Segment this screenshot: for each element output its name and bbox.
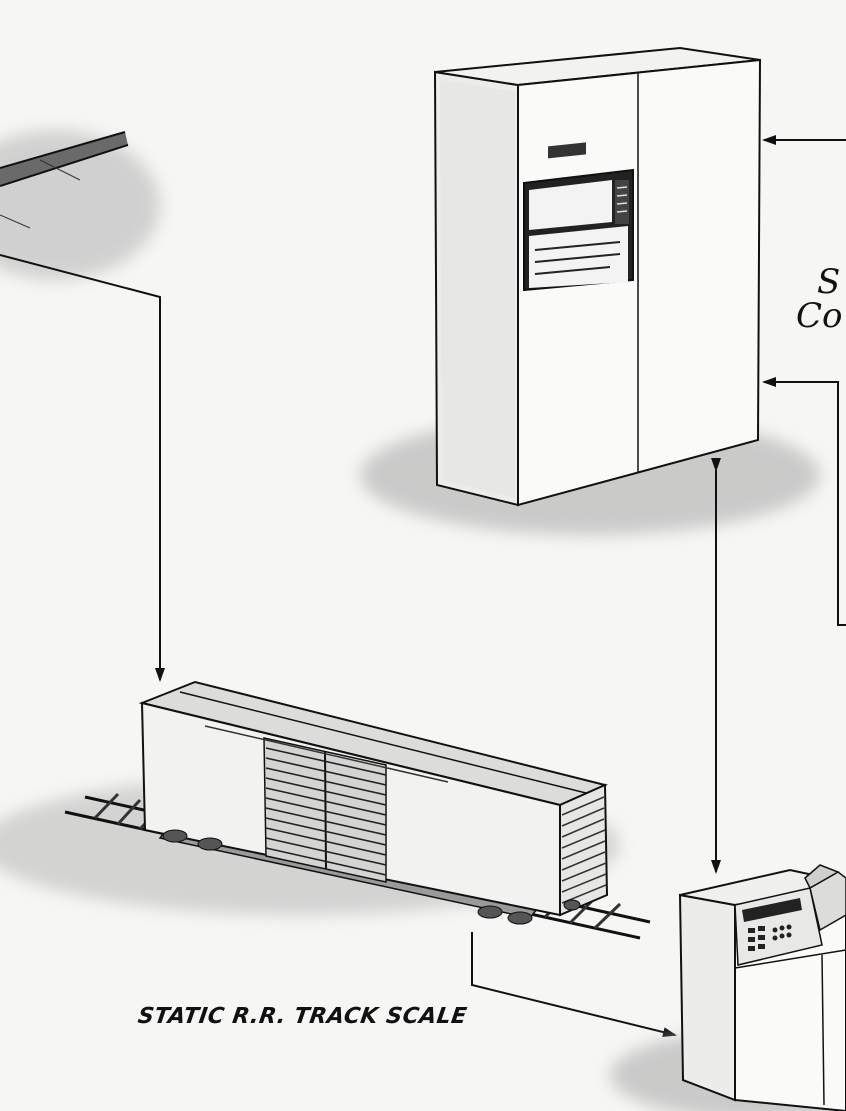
edge-label-line-2: Co <box>796 296 842 336</box>
partial-equipment-top-left <box>0 130 160 280</box>
computer-cabinet-icon <box>360 48 820 535</box>
connector-track-scale-to-terminal <box>472 932 675 1035</box>
connector-top-left-to-boxcar <box>0 255 160 680</box>
weighing-terminal-icon <box>610 865 846 1111</box>
track-scale-caption: STATIC R.R. TRACK SCALE <box>136 1004 468 1029</box>
